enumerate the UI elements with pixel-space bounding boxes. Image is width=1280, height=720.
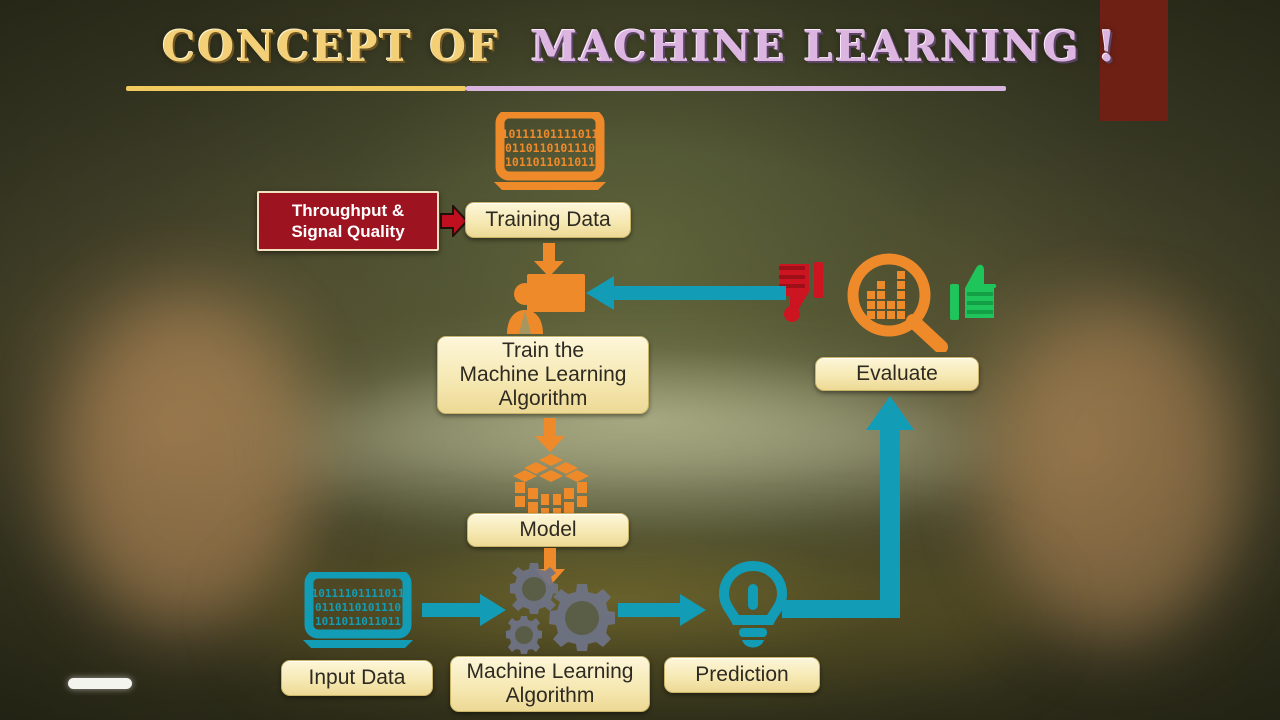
node-input-data-label: Input Data <box>308 666 406 689</box>
magnifier-chart-icon <box>841 251 949 354</box>
svg-text:0110110101110: 0110110101110 <box>315 601 401 614</box>
title-underline-gold <box>126 86 466 91</box>
svg-text:0110110101110: 0110110101110 <box>505 141 595 155</box>
svg-text:1011011011011: 1011011011011 <box>315 615 401 628</box>
node-prediction-label: Prediction <box>695 663 789 686</box>
node-evaluate[interactable]: Evaluate <box>815 357 979 391</box>
node-train-algorithm-line-3: Algorithm <box>498 387 588 410</box>
node-train-algorithm[interactable]: Train the Machine Learning Algorithm <box>437 336 649 414</box>
callout-line-2: Signal Quality <box>291 222 405 241</box>
node-model[interactable]: Model <box>467 513 629 547</box>
gears-icon <box>498 563 622 655</box>
right-arrow-icon-input-to-algorithm <box>422 594 506 626</box>
right-arrow-icon-algorithm-to-prediction <box>618 594 706 626</box>
down-arrow-icon-training-to-train <box>532 243 566 277</box>
page-title: CONCEPT OF MACHINE LEARNING ! <box>0 22 1280 71</box>
down-arrow-icon-train-to-model <box>533 418 567 452</box>
node-prediction[interactable]: Prediction <box>664 657 820 693</box>
node-input-data[interactable]: Input Data <box>281 660 433 696</box>
node-model-label: Model <box>519 518 577 541</box>
connector-prediction-to-evaluate <box>782 600 812 618</box>
node-evaluate-label: Evaluate <box>856 362 938 385</box>
trainer-presentation-icon <box>505 272 587 334</box>
cube-icon <box>511 452 591 520</box>
title-underline <box>126 86 1006 91</box>
callout-line-1: Throughput & <box>291 201 405 220</box>
lightbulb-icon <box>712 560 794 652</box>
node-train-algorithm-line-2: Machine Learning <box>459 363 627 386</box>
bg-blob-right <box>990 310 1240 640</box>
node-ml-algorithm-line-1: Machine Learning <box>466 660 634 683</box>
node-ml-algorithm-line-2: Algorithm <box>505 684 595 707</box>
up-arrow-icon-prediction-to-evaluate <box>790 392 920 618</box>
right-arrow-icon-callout <box>440 203 469 239</box>
throughput-signal-quality-callout: Throughput & Signal Quality <box>257 191 439 251</box>
laptop-binary-icon-input: 10111101111011 0110110101110 10110110110… <box>303 569 413 648</box>
svg-text:10111101111011: 10111101111011 <box>502 127 599 141</box>
title-underline-lavender <box>466 86 1006 91</box>
thumbs-up-icon <box>950 260 998 322</box>
laptop-binary-icon-training: 10111101111011 0110110101110 10110110110… <box>494 109 606 190</box>
title-part-concept-of: CONCEPT OF <box>162 22 500 71</box>
node-ml-algorithm[interactable]: Machine Learning Algorithm <box>450 656 650 712</box>
left-arrow-icon-evaluate-to-train <box>586 276 786 310</box>
thumbs-down-icon <box>777 262 824 332</box>
node-training-data[interactable]: Training Data <box>465 202 631 238</box>
video-progress-bar[interactable] <box>68 678 132 689</box>
red-corner-block <box>1100 0 1168 121</box>
node-training-data-label: Training Data <box>485 208 611 231</box>
bg-blob-left <box>60 300 310 630</box>
svg-text:10111101111011: 10111101111011 <box>312 587 405 600</box>
svg-text:1011011011011: 1011011011011 <box>505 155 595 169</box>
title-part-machine-learning: MACHINE LEARNING ! <box>530 22 1118 71</box>
node-train-algorithm-line-1: Train the <box>501 339 585 362</box>
